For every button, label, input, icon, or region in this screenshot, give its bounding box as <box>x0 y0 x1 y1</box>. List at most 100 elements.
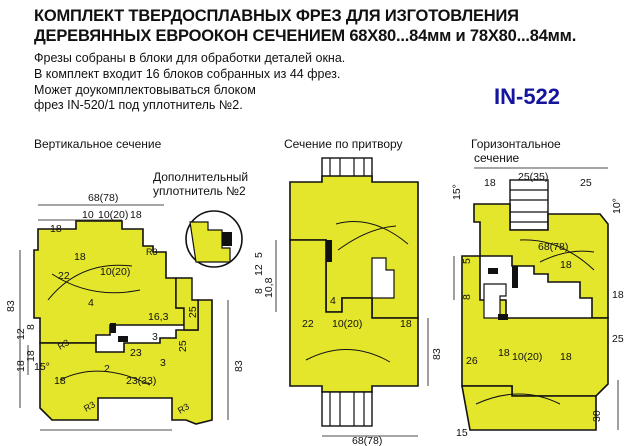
dim-rebate-83: 83 <box>431 348 443 360</box>
dim-vertical-18b: 18 <box>130 209 142 221</box>
rebate-seal <box>326 240 332 262</box>
dim-horizontal-26: 26 <box>466 355 478 367</box>
vertical-dim-lines <box>19 204 229 431</box>
rebate-pocket <box>371 257 395 299</box>
dim-vertical-angle: 15° <box>34 361 50 373</box>
grain-arc <box>337 225 397 251</box>
dim-vertical-r3-br: R3 <box>176 401 191 415</box>
dim-vertical-3: 3 <box>152 331 158 343</box>
vertical-section-drawing: 68(78) 18 10 10(20) 18 18 22 10(20) R3 4… <box>5 192 245 431</box>
vertical-bead <box>175 277 199 331</box>
seal-note-line-1: Дополнительный <box>153 170 249 184</box>
dim-vertical-25: 25 <box>187 306 199 318</box>
rebate-section-drawing: 5 12 8 10,8 4 22 10(20) 18 83 68(78) <box>253 157 443 446</box>
dim-rebate-18: 18 <box>400 318 412 330</box>
grain-arc <box>59 370 151 386</box>
dim-vertical-l18b: 18 <box>25 350 37 362</box>
vertical-sash-profile <box>33 220 185 344</box>
dim-rebate-width: 68(78) <box>352 435 382 446</box>
dim-vertical-b18: 18 <box>54 375 66 387</box>
dim-rebate-22: 22 <box>302 318 314 330</box>
dim-horizontal-5: 5 <box>461 258 473 264</box>
dim-vertical-10: 10 <box>82 209 94 221</box>
description-block: Фрезы собраны в блоки для обработки дета… <box>34 51 345 114</box>
dim-vertical-r3-top: R3 <box>146 247 158 257</box>
dim-horizontal-1020: 10(20) <box>512 351 542 363</box>
dim-vertical-m1020: 10(20) <box>100 266 130 278</box>
rebate-lower-sash <box>289 239 419 393</box>
product-code: IN-522 <box>494 84 561 109</box>
description-line-3: Может доукомплектовываться блоком <box>34 82 256 97</box>
horizontal-section-drawing: 18 25(35) 25 15° 10° 5 8 68(78) 18 26 18… <box>451 167 624 439</box>
description-line-2: В комплект входит 16 блоков собранных из… <box>34 66 341 81</box>
dim-vertical-8: 8 <box>25 324 37 330</box>
dim-rebate-108: 10,8 <box>263 277 275 298</box>
dim-vertical-m22: 22 <box>58 270 70 282</box>
horizontal-drain <box>483 283 507 319</box>
dim-horizontal-angle: 15° <box>451 184 463 200</box>
dim-vertical-83-left: 83 <box>5 300 17 312</box>
seal-note-line-2: уплотнитель №2 <box>153 184 246 198</box>
dim-rebate-1020: 10(20) <box>332 318 362 330</box>
description-line-4: фрез IN-520/1 под уплотнитель №2. <box>34 98 243 113</box>
grain-arc <box>335 221 409 245</box>
page-title: КОМПЛЕКТ ТВЕРДОСПЛАВНЫХ ФРЕЗ ДЛЯ ИЗГОТОВ… <box>34 6 576 46</box>
horizontal-dim-lines <box>453 167 619 430</box>
dim-vertical-18a: 18 <box>50 223 62 235</box>
dim-horizontal-15: 15 <box>456 427 468 439</box>
dim-horizontal-6878: 68(78) <box>538 241 568 253</box>
dim-rebate-12: 12 <box>253 264 265 276</box>
grain-arc <box>51 273 141 294</box>
vertical-frame-profile <box>39 299 213 425</box>
rebate-dim-lines <box>275 240 429 437</box>
vertical-seal-lower <box>118 336 128 342</box>
grain-arc <box>475 393 561 405</box>
dim-vertical-l18: 18 <box>15 360 27 372</box>
dim-horizontal-r25: 25 <box>612 333 624 345</box>
dim-vertical-4: 4 <box>88 297 94 309</box>
grain-arc <box>539 250 595 263</box>
description-line-1: Фрезы собраны в блоки для обработки дета… <box>34 51 346 65</box>
dim-vertical-83-right: 83 <box>233 360 245 372</box>
dim-vertical-b2333: 23(33) <box>126 375 156 387</box>
dim-horizontal-30: 30 <box>591 410 603 422</box>
dim-vertical-1020: 10(20) <box>98 209 128 221</box>
dim-vertical-width: 68(78) <box>88 192 118 204</box>
dim-vertical-b3: 3 <box>160 357 166 369</box>
dim-horizontal-25: 25 <box>580 177 592 189</box>
horizontal-section-caption-1: Горизонтальное <box>471 137 561 151</box>
dim-vertical-12: 12 <box>15 328 27 340</box>
dim-horizontal-b18: 18 <box>498 347 510 359</box>
horizontal-seal-1 <box>512 266 518 288</box>
dim-rebate-8: 8 <box>253 288 265 294</box>
title-line-2: ДЕРЕВЯННЫХ ЕВРООКОН СЕЧЕНИЕМ 68Х80...84м… <box>34 27 577 45</box>
dim-vertical-163: 16,3 <box>148 311 169 323</box>
dim-vertical-b23: 23 <box>130 347 142 359</box>
dim-vertical-r3-mid: R3 <box>56 337 71 351</box>
dim-horizontal-r18: 18 <box>612 289 624 301</box>
dim-vertical-b2: 2 <box>104 363 110 375</box>
grain-arc <box>519 239 595 271</box>
dim-vertical-25b: 25 <box>177 340 189 352</box>
vertical-seal-upper <box>110 323 116 333</box>
grain-arc <box>47 264 133 301</box>
dim-horizontal-v18: 18 <box>560 259 572 271</box>
horizontal-seal-3 <box>498 314 508 320</box>
title-line-1: КОМПЛЕКТ ТВЕРДОСПЛАВНЫХ ФРЕЗ ДЛЯ ИЗГОТОВ… <box>34 7 519 25</box>
horizontal-seal-2 <box>488 268 498 274</box>
horizontal-section-caption-2: сечение <box>474 151 520 165</box>
dim-vertical-m18: 18 <box>74 251 86 263</box>
dim-rebate-4: 4 <box>330 295 336 307</box>
dim-horizontal-18: 18 <box>484 177 496 189</box>
seal-detail-profile <box>189 221 231 263</box>
dim-horizontal-b18b: 18 <box>560 351 572 363</box>
vertical-section-caption: Вертикальное сечение <box>34 137 162 151</box>
rebate-section-caption: Сечение по притвору <box>284 137 403 151</box>
seal-detail-seal <box>222 232 232 246</box>
dim-vertical-r3-bl: R3 <box>82 399 97 413</box>
dim-horizontal-10deg: 10° <box>611 198 623 214</box>
dim-horizontal-2535: 25(35) <box>518 171 548 183</box>
dim-rebate-5: 5 <box>253 252 265 258</box>
